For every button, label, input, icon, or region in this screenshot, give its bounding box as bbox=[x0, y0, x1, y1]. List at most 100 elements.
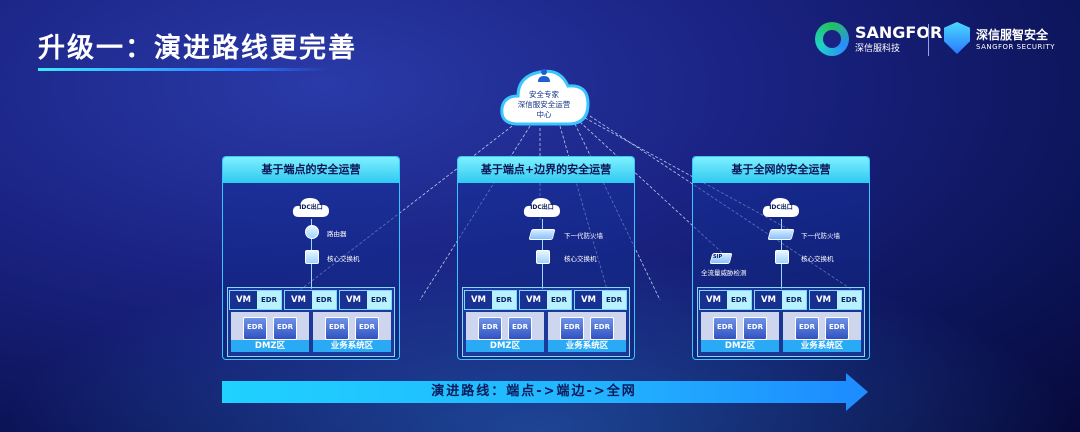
edr-server-label: EDR bbox=[799, 323, 815, 331]
dmz-label: DMZ区 bbox=[701, 340, 779, 352]
edr-server-label: EDR bbox=[277, 323, 293, 331]
edr-label: EDR bbox=[837, 291, 861, 309]
firewall-icon bbox=[767, 229, 795, 240]
edr-server-label: EDR bbox=[329, 323, 345, 331]
firewall-label: 下一代防火墙 bbox=[801, 232, 840, 240]
idc-cloud: IDC出口 bbox=[291, 195, 331, 219]
edr-label: EDR bbox=[727, 291, 751, 309]
vm-label: VM bbox=[525, 295, 542, 305]
edr-server-label: EDR bbox=[717, 323, 733, 331]
edr-server-icon: EDR bbox=[713, 317, 737, 340]
cloud-line2: 深信服安全运营 bbox=[517, 100, 571, 109]
roadmap-label: 演进路线：端点->端边->全网 bbox=[431, 384, 637, 399]
vm-edr-box: VM EDR bbox=[699, 290, 752, 310]
cloud-icon bbox=[292, 198, 329, 217]
vm-edr-box: VM EDR bbox=[754, 290, 807, 310]
edr-label: EDR bbox=[547, 291, 571, 309]
edr-server-label: EDR bbox=[482, 323, 498, 331]
vm-label: VM bbox=[235, 295, 252, 305]
edr-label: EDR bbox=[782, 291, 806, 309]
edr-server-icon: EDR bbox=[243, 317, 267, 340]
edr-server-label: EDR bbox=[512, 323, 528, 331]
router-icon bbox=[305, 225, 319, 239]
edr-label: EDR bbox=[492, 291, 516, 309]
vm-label: VM bbox=[290, 295, 307, 305]
edr-label: EDR bbox=[257, 291, 281, 309]
dmz-label: DMZ区 bbox=[466, 340, 544, 352]
cloud-line3: 中心 bbox=[536, 110, 552, 119]
switch-icon bbox=[775, 250, 789, 264]
dmz-zone: EDR EDR DMZ区 bbox=[231, 312, 309, 352]
edr-server-icon: EDR bbox=[508, 317, 532, 340]
security-ops-center-cloud: 安全专家 深信服安全运营 中心 bbox=[496, 62, 592, 130]
vm-label: VM bbox=[345, 295, 362, 305]
security-brand-sub: SANGFOR SECURITY bbox=[976, 42, 1056, 51]
business-zone: EDR EDR 业务系统区 bbox=[783, 312, 861, 352]
switch-icon bbox=[536, 250, 550, 264]
edr-server-icon: EDR bbox=[560, 317, 584, 340]
edr-server-label: EDR bbox=[359, 323, 375, 331]
edr-server-icon: EDR bbox=[325, 317, 349, 340]
vm-edr-box: VM EDR bbox=[574, 290, 627, 310]
panel-full-network: 基于全网的安全运营 IDC出口 下一代防火墙 SIP 全流量威胁检测 核心交换机… bbox=[692, 156, 870, 360]
edr-server-icon: EDR bbox=[273, 317, 297, 340]
panel-title: 基于端点的安全运营 bbox=[223, 157, 399, 183]
vm-edr-box: VM EDR bbox=[464, 290, 517, 310]
vm-label: VM bbox=[580, 295, 597, 305]
vm-label: VM bbox=[705, 295, 722, 305]
panel-title: 基于全网的安全运营 bbox=[693, 157, 869, 183]
edr-server-icon: EDR bbox=[590, 317, 614, 340]
sip-label: SIP bbox=[713, 254, 723, 260]
switch-label: 核心交换机 bbox=[801, 255, 834, 263]
vm-label: VM bbox=[470, 295, 487, 305]
switch-icon bbox=[305, 250, 319, 264]
edr-server-icon: EDR bbox=[795, 317, 819, 340]
vm-edr-box: VM EDR bbox=[339, 290, 392, 310]
sangfor-logo-icon bbox=[815, 22, 849, 56]
edr-server-label: EDR bbox=[747, 323, 763, 331]
cloud-shape bbox=[500, 69, 590, 126]
edr-server-label: EDR bbox=[247, 323, 263, 331]
dmz-zone: EDR EDR DMZ区 bbox=[466, 312, 544, 352]
logo-divider bbox=[928, 24, 929, 56]
roadmap-arrow bbox=[222, 381, 846, 403]
expert-icon bbox=[538, 69, 550, 82]
vm-edr-box: VM EDR bbox=[519, 290, 572, 310]
idc-label: IDC出口 bbox=[299, 204, 323, 211]
panel-title: 基于端点+边界的安全运营 bbox=[458, 157, 634, 183]
edr-server-icon: EDR bbox=[355, 317, 379, 340]
page-title: 升级一：演进路线更完善 bbox=[38, 33, 357, 64]
sangfor-security-logo: 深信服智安全 SANGFOR SECURITY bbox=[944, 22, 1055, 54]
edr-server-label: EDR bbox=[829, 323, 845, 331]
edr-server-label: EDR bbox=[564, 323, 580, 331]
edr-label: EDR bbox=[367, 291, 391, 309]
business-zone: EDR EDR 业务系统区 bbox=[313, 312, 391, 352]
idc-label: IDC出口 bbox=[530, 204, 554, 211]
edr-server-icon: EDR bbox=[478, 317, 502, 340]
idc-cloud: IDC出口 bbox=[522, 195, 562, 219]
edr-server-icon: EDR bbox=[743, 317, 767, 340]
vm-edr-box: VM EDR bbox=[809, 290, 862, 310]
shield-icon bbox=[944, 22, 970, 54]
cloud-label: 安全专家 深信服安全运营 中心 bbox=[496, 90, 592, 120]
arrow-head-icon bbox=[846, 373, 868, 411]
switch-label: 核心交换机 bbox=[327, 255, 360, 263]
firewall-label: 下一代防火墙 bbox=[564, 232, 603, 240]
sangfor-logo: SANGFOR 深信服科技 bbox=[815, 22, 942, 56]
cloud-line1: 安全专家 bbox=[529, 90, 559, 99]
edr-label: EDR bbox=[602, 291, 626, 309]
edr-server-icon: EDR bbox=[825, 317, 849, 340]
business-label: 业务系统区 bbox=[548, 340, 626, 352]
cloud-icon bbox=[523, 198, 560, 217]
traffic-detection-label: 全流量威胁检测 bbox=[701, 269, 747, 277]
business-zone: EDR EDR 业务系统区 bbox=[548, 312, 626, 352]
firewall-icon bbox=[528, 229, 556, 240]
vm-label: VM bbox=[760, 295, 777, 305]
business-label: 业务系统区 bbox=[783, 340, 861, 352]
sangfor-brand-sub: 深信服科技 bbox=[855, 43, 901, 54]
panel-endpoint: 基于端点的安全运营 IDC出口 路由器 核心交换机 VM EDR VM EDR VM… bbox=[222, 156, 400, 360]
router-label: 路由器 bbox=[327, 230, 347, 238]
vm-label: VM bbox=[815, 295, 832, 305]
